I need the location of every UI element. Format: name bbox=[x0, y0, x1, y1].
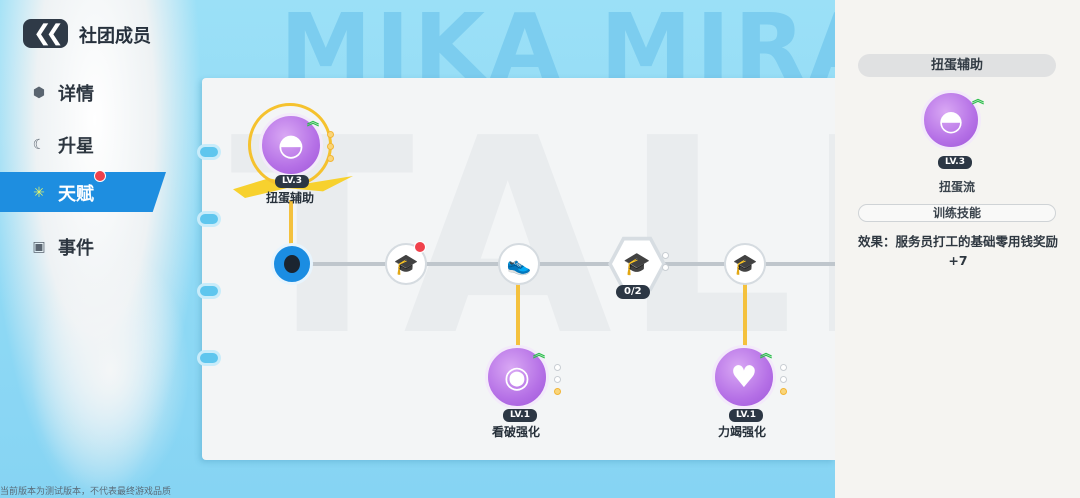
level-dot bbox=[554, 388, 561, 395]
node-label: 力竭强化 bbox=[718, 425, 767, 439]
talent-node-locked[interactable]: 🎓 bbox=[724, 243, 766, 285]
level-badge: LV.1 bbox=[503, 409, 537, 422]
binder-ring bbox=[197, 350, 221, 366]
level-dot bbox=[662, 264, 669, 271]
cube-icon: ⬢ bbox=[32, 85, 46, 101]
upgrade-arrows-icon: ︽ bbox=[760, 346, 773, 360]
binder-ring bbox=[197, 144, 221, 160]
gacha-ball-icon: ◓ bbox=[277, 127, 305, 163]
talent-node-gacha-assist[interactable]: ◓ bbox=[259, 113, 323, 177]
level-dot bbox=[662, 252, 669, 259]
binder-ring bbox=[197, 283, 221, 299]
talent-node-insight[interactable]: ◉ bbox=[485, 345, 549, 409]
sidebar-item-label: 天赋 bbox=[58, 184, 94, 205]
level-badge: LV.1 bbox=[729, 409, 763, 422]
level-dots bbox=[780, 364, 787, 395]
level-dot bbox=[327, 155, 334, 162]
level-dot bbox=[327, 143, 334, 150]
level-badge: LV.3 bbox=[938, 156, 972, 169]
graduation-cap-icon: 🎓 bbox=[732, 252, 758, 276]
double-chevron-left-icon: ❮❮ bbox=[33, 21, 64, 46]
level-dot bbox=[780, 388, 787, 395]
node-label: 看破强化 bbox=[492, 425, 541, 439]
moon-icon: ☾ bbox=[32, 137, 46, 153]
graduation-cap-icon: 🎓 bbox=[623, 251, 651, 277]
level-dot bbox=[780, 364, 787, 371]
tree-main-line bbox=[292, 262, 835, 266]
graduation-cap-icon: 🎓 bbox=[393, 252, 419, 276]
level-dots bbox=[327, 131, 334, 162]
character-art-lower bbox=[30, 250, 190, 498]
talent-node-hex[interactable]: 🎓 bbox=[608, 236, 666, 292]
node-label: 扭蛋辅助 bbox=[266, 191, 315, 205]
sidebar-item-details[interactable]: ⬢ 详情 bbox=[30, 80, 94, 106]
upgrade-arrows-icon: ︽ bbox=[533, 346, 546, 360]
detail-node-icon: ◓ bbox=[921, 90, 981, 150]
notification-dot bbox=[414, 241, 426, 253]
level-dots bbox=[662, 252, 669, 271]
level-dot bbox=[554, 364, 561, 371]
level-dots bbox=[554, 364, 561, 395]
sidebar-item-label: 详情 bbox=[58, 84, 94, 105]
level-badge: LV.3 bbox=[275, 175, 309, 188]
tree-connector bbox=[516, 282, 520, 352]
sparkle-icon: ✳ bbox=[33, 185, 45, 201]
upgrade-arrows-icon: ︽ bbox=[307, 114, 320, 128]
binder-ring bbox=[197, 211, 221, 227]
card-icon: ▣ bbox=[32, 239, 46, 255]
detail-name: 扭蛋流 bbox=[938, 180, 975, 194]
sidebar-item-label: 升星 bbox=[58, 136, 94, 157]
sidebar-item-events[interactable]: ▣ 事件 bbox=[30, 234, 94, 260]
level-dot bbox=[554, 376, 561, 383]
notification-dot bbox=[94, 170, 106, 182]
tree-connector bbox=[743, 282, 747, 352]
test-version-disclaimer: 当前版本为测试版本，不代表最终游戏品质 bbox=[0, 487, 172, 497]
sidebar-item-star-up[interactable]: ☾ 升星 bbox=[30, 132, 94, 158]
shoe-icon: 👟 bbox=[506, 252, 532, 276]
character-silhouette-icon bbox=[284, 255, 300, 273]
detail-panel bbox=[835, 0, 1080, 498]
talent-node-locked[interactable]: 👟 bbox=[498, 243, 540, 285]
level-dot bbox=[327, 131, 334, 138]
detail-description: 效果：服务员打工的基础零用钱奖励+7 bbox=[857, 234, 1058, 268]
tree-start-node[interactable] bbox=[271, 243, 313, 285]
detail-title: 扭蛋辅助 bbox=[858, 54, 1056, 77]
progress-badge: 0/2 bbox=[616, 285, 650, 299]
detail-tag: 训练技能 bbox=[858, 204, 1056, 222]
page-title: 社团成员 bbox=[79, 26, 151, 47]
sidebar-item-talent[interactable]: ✳ 天赋 bbox=[30, 180, 94, 206]
talent-node-exhaustion[interactable]: ♥ bbox=[712, 345, 776, 409]
sidebar-item-label: 事件 bbox=[58, 238, 94, 259]
broken-heart-icon: ♥ bbox=[730, 359, 758, 395]
sidebar-active-highlight bbox=[0, 172, 166, 212]
tree-connector bbox=[289, 200, 293, 248]
back-button[interactable]: ❮❮ bbox=[23, 19, 68, 48]
level-dot bbox=[780, 376, 787, 383]
gacha-ball-icon: ◓ bbox=[938, 103, 964, 137]
eye-icon: ◉ bbox=[503, 359, 531, 395]
upgrade-arrows-icon: ︽ bbox=[972, 92, 985, 106]
